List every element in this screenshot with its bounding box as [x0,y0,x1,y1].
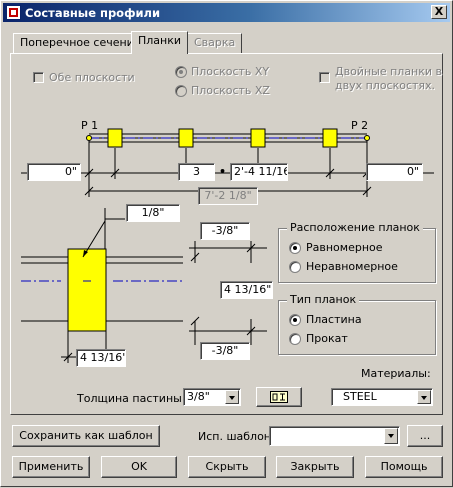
bottom-offset-input[interactable]: -3/8" [200,342,250,360]
plate-mark-3 [250,128,266,148]
placement-nonuniform-radio[interactable] [289,261,301,273]
hide-button[interactable]: Скрыть [188,456,266,478]
close-window-button[interactable]: X [431,5,447,19]
plate-type-group-title: Тип планок [287,293,360,306]
tab-cross-section[interactable]: Поперечное сечение [13,33,148,53]
thickness-value: 3/8" [187,390,210,403]
placement-uniform-label: Равномерное [306,241,383,254]
plane-xz-label: Плоскость XZ [191,84,270,97]
total-length-field: 7'-2 1/8" [198,187,258,205]
help-button[interactable]: Помощь [365,456,443,478]
tab-panel [10,53,443,415]
template-select[interactable] [269,426,400,446]
placement-nonuniform-label: Неравномерное [306,260,398,273]
tab-welding[interactable]: Сварка [187,33,243,53]
plate-mark-2 [178,128,194,148]
plate-type-plate-radio[interactable] [289,314,301,326]
material-value: STEEL [343,390,377,403]
materials-label: Материалы: [361,367,431,380]
profile-catalog-button[interactable] [256,387,302,407]
title-bar: Составные профили X [3,3,450,22]
apply-button[interactable]: Применить [12,456,90,478]
plate-type-rolled-radio[interactable] [289,333,301,345]
thickness-dropdown-arrow-icon[interactable] [225,390,239,404]
placement-uniform-radio[interactable] [289,242,301,254]
profile-catalog-icon [270,391,288,403]
plate-type-group: Тип планок [278,293,436,355]
template-dropdown-arrow-icon[interactable] [384,428,398,444]
plate-count-input[interactable]: 3 [178,163,215,181]
plate-type-rolled-label: Прокат [306,332,348,345]
placement-group-title: Расположение планок [287,221,423,234]
double-plates-label-1: Двойные планки в [335,65,443,78]
save-as-template-button[interactable]: Сохранить как шаблон [12,425,160,447]
thickness-label: Толщина пастины: [77,392,186,405]
plate-type-plate-label: Пластина [306,313,362,326]
plate-spacing-input[interactable]: 2'-4 11/16 [230,163,288,181]
both-planes-label: Обе плоскости [49,71,135,84]
section-plate [67,248,107,332]
tab-plates[interactable]: Планки [131,31,189,54]
close-button[interactable]: Закрыть [276,456,354,478]
both-planes-checkbox[interactable] [33,72,44,83]
p2-label: P 2 [351,119,369,132]
thickness-select[interactable]: 3/8" [183,388,241,406]
browse-template-button[interactable]: ... [407,425,443,447]
material-select[interactable]: STEEL [331,388,433,406]
plane-xy-label: Плоскость XY [191,65,270,78]
plane-xy-radio[interactable] [175,66,187,78]
left-offset-input[interactable]: 0" [27,163,81,181]
use-template-label: Исп. шаблон [198,430,272,443]
double-plates-label-2: двух плоскостях. [335,79,436,92]
window-title: Составные профили [25,6,161,20]
right-offset-input[interactable]: 0" [366,163,423,181]
ok-button[interactable]: OK [101,456,177,478]
plate-height-input[interactable]: 4 13/16" [220,281,273,299]
gap-input[interactable]: 1/8" [126,204,180,222]
plane-xz-radio[interactable] [175,85,187,97]
placement-group: Расположение планок [278,221,436,283]
plate-mark-1 [107,128,123,148]
p1-label: P 1 [81,119,99,132]
plate-mark-4 [322,128,338,148]
material-dropdown-arrow-icon[interactable] [417,390,431,404]
plate-width-input[interactable]: 4 13/16" [76,349,126,367]
app-icon [6,5,21,20]
double-plates-checkbox[interactable] [319,72,330,83]
count-spacing-separator: • [219,165,227,178]
top-offset-input[interactable]: -3/8" [200,222,250,240]
